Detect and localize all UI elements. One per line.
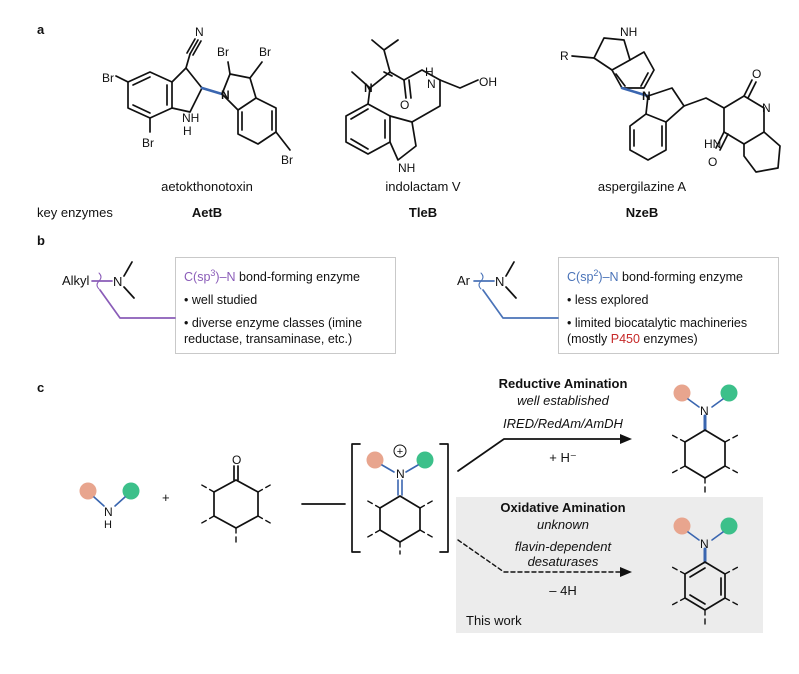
reductive-enzymes: IRED/RedAm/AmDH bbox=[503, 416, 624, 431]
sp2-bullet-2-post: enzymes) bbox=[639, 332, 698, 347]
amine-n-label: N bbox=[104, 505, 113, 519]
atom-o-indolactam: O bbox=[400, 98, 409, 112]
alkyl-amine-fragment bbox=[91, 261, 176, 319]
reductive-title: Reductive Amination bbox=[499, 376, 628, 391]
oxidative-arrow bbox=[457, 539, 632, 577]
enzyme-aetb: AetB bbox=[192, 205, 222, 220]
atom-n-indolactam: N bbox=[364, 81, 373, 95]
sp3-title-sup: 3 bbox=[210, 268, 216, 278]
ketone-structure bbox=[199, 465, 273, 543]
oxidative-region-shade bbox=[456, 497, 763, 633]
atom-br-2: Br bbox=[142, 136, 154, 150]
atom-r-aspergilazine: R bbox=[560, 49, 569, 63]
atom-nh-aetok: NH bbox=[182, 111, 199, 125]
sp3-title-post: )–N bbox=[215, 270, 236, 285]
oxidative-reagent: – 4H bbox=[549, 583, 576, 598]
compound-name-2: indolactam V bbox=[385, 179, 460, 194]
product-cyclohexylamine bbox=[669, 384, 741, 493]
compound-name-1: aetokthonotoxin bbox=[161, 179, 253, 194]
ketone-o-label: O bbox=[232, 453, 241, 467]
reductive-reagent: + H⁻ bbox=[549, 450, 576, 465]
atom-nh-aspergilazine: NH bbox=[620, 25, 637, 39]
sp2-box-title: C(sp2)–N bond-forming enzyme bbox=[567, 265, 777, 285]
atom-n-asp-ring: N bbox=[762, 101, 771, 115]
this-work-label: This work bbox=[466, 613, 522, 628]
sp2-title-sup: 2 bbox=[593, 268, 599, 278]
sp3-info-box bbox=[175, 257, 396, 354]
oxidative-status: unknown bbox=[537, 517, 589, 532]
product-aniline bbox=[669, 517, 741, 625]
iminium-charge: + bbox=[397, 446, 403, 458]
aetokthonotoxin-structure bbox=[115, 38, 291, 151]
key-enzymes-label: key enzymes bbox=[37, 205, 113, 220]
sp2-bullet-2: • limited biocatalytic machineries (most… bbox=[567, 315, 777, 347]
sp3-bullet-2: • diverse enzyme classes (imine reductas… bbox=[184, 316, 363, 347]
atom-br-3: Br bbox=[217, 45, 229, 59]
atom-n-aspergilazine: N bbox=[642, 89, 651, 103]
indolactam-structure bbox=[345, 39, 479, 161]
aryl-amine-fragment bbox=[473, 261, 559, 319]
panel-label-a: a bbox=[37, 22, 45, 37]
panel-label-b: b bbox=[37, 233, 45, 248]
alkyl-label: Alkyl bbox=[62, 273, 90, 288]
sp2-info-box bbox=[558, 257, 779, 354]
sp2-title-rest: bond-forming enzyme bbox=[618, 270, 743, 285]
sp2-box-content: C(sp2)–N bond-forming enzyme • less expl… bbox=[567, 265, 777, 347]
atom-br-1: Br bbox=[102, 71, 114, 85]
sp2-bullet-2-p450: P450 bbox=[610, 332, 640, 347]
atom-hn-asp: HN bbox=[704, 137, 721, 151]
amine-structure bbox=[79, 482, 140, 507]
atom-h-aetok: H bbox=[183, 124, 192, 138]
atom-n-aetok: N bbox=[221, 88, 230, 102]
reductive-arrow bbox=[457, 434, 632, 472]
atom-oh-indolactam: OH bbox=[479, 75, 497, 89]
sp3-title-pre: C(sp bbox=[184, 270, 211, 285]
sp2-title-post: )–N bbox=[598, 270, 619, 285]
sp3-box-title: C(sp3)–N bond-forming enzyme bbox=[184, 265, 394, 285]
enzyme-tleb: TleB bbox=[409, 205, 437, 220]
aryl-n-label: N bbox=[495, 274, 504, 289]
atom-br-5: Br bbox=[281, 153, 293, 167]
sp3-bullet-1: • well studied bbox=[184, 293, 258, 308]
sp2-bullet-2-pre: • limited biocatalytic machineries (most… bbox=[567, 316, 748, 347]
product2-n-label: N bbox=[700, 537, 709, 551]
plus-sign: + bbox=[162, 490, 170, 505]
oxidative-title: Oxidative Amination bbox=[500, 500, 625, 515]
atom-br-4: Br bbox=[259, 45, 271, 59]
oxidative-enzymes-line2: desaturases bbox=[528, 554, 599, 569]
atom-h-indolactam: H bbox=[425, 65, 434, 79]
alkyl-n-label: N bbox=[113, 274, 122, 289]
iminium-structure bbox=[351, 443, 449, 555]
sp3-title-rest: bond-forming enzyme bbox=[235, 270, 360, 285]
reductive-status: well established bbox=[517, 393, 610, 408]
atom-o-asp-2: O bbox=[708, 155, 717, 169]
sp2-title-pre: C(sp bbox=[567, 270, 594, 285]
compound-name-3: aspergilazine A bbox=[598, 179, 686, 194]
amine-h-label: H bbox=[104, 519, 112, 531]
sp3-box-content: C(sp3)–N bond-forming enzyme • well stud… bbox=[184, 265, 394, 347]
atom-nh-indolactam: NH bbox=[398, 161, 415, 175]
atom-n-nitrile: N bbox=[195, 25, 204, 39]
atom-n-amide: N bbox=[427, 77, 436, 91]
aryl-label: Ar bbox=[457, 273, 471, 288]
sp2-bullet-1: • less explored bbox=[567, 293, 649, 308]
iminium-n-label: N bbox=[396, 467, 405, 481]
product1-n-label: N bbox=[700, 404, 709, 418]
enzyme-nzeb: NzeB bbox=[626, 205, 659, 220]
panel-label-c: c bbox=[37, 380, 44, 395]
oxidative-enzymes-line1: flavin-dependent bbox=[515, 539, 613, 554]
aspergilazine-structure bbox=[571, 37, 781, 173]
atom-o-asp-1: O bbox=[752, 67, 761, 81]
